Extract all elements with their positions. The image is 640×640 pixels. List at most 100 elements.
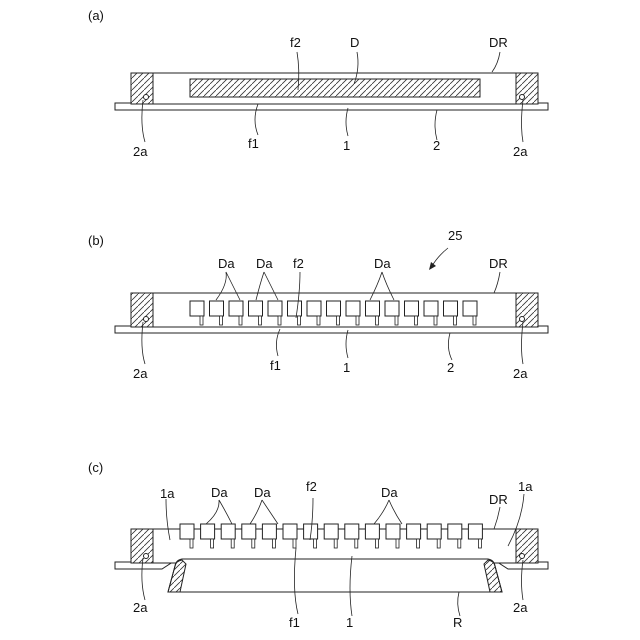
label-D: D [350, 35, 359, 50]
die-kerf [252, 539, 255, 548]
label-f1: f1 [270, 358, 281, 373]
right-clamp [516, 293, 538, 327]
die-chip [324, 524, 338, 539]
die-chip [366, 301, 380, 316]
leader-Da2b [262, 500, 278, 524]
die-kerf [434, 316, 437, 325]
die-chip [346, 301, 360, 316]
die-kerf [298, 316, 301, 325]
die-chip [210, 301, 224, 316]
left-pin [144, 554, 149, 559]
label-Da2: Da [254, 485, 271, 500]
die-chip [327, 301, 341, 316]
label-f2: f2 [306, 479, 317, 494]
leader-1 [346, 108, 348, 136]
leader-DR [492, 52, 500, 72]
leader-DR [494, 507, 500, 529]
leader-2 [448, 333, 452, 360]
die-block [190, 79, 480, 97]
die-kerf [395, 316, 398, 325]
left-pin [144, 95, 149, 100]
die-kerf [337, 316, 340, 325]
die-kerf [478, 539, 481, 548]
panel-b-tag: (b) [88, 233, 104, 248]
leader-Da1a [206, 500, 219, 524]
die-chip [190, 301, 204, 316]
die-chip [283, 524, 297, 539]
label-f2: f2 [290, 35, 301, 50]
label-DR: DR [489, 256, 508, 271]
label-DR: DR [489, 492, 508, 507]
die-kerf [454, 316, 457, 325]
die-kerf [356, 316, 359, 325]
die-kerf [211, 539, 214, 548]
label-1a-right: 1a [518, 479, 533, 494]
label-1: 1 [343, 360, 350, 375]
die-chip [427, 524, 441, 539]
die-kerf [220, 316, 223, 325]
die-chip [444, 301, 458, 316]
die-kerf [190, 539, 193, 548]
panel-b: (b) 25 Da Da f2 Da DR 2a f1 1 2 [88, 228, 548, 381]
label-1: 1 [343, 138, 350, 153]
die-chip [268, 301, 282, 316]
die-chip [242, 524, 256, 539]
die-chip [345, 524, 359, 539]
right-clamp [516, 529, 538, 563]
die-kerf [317, 316, 320, 325]
die-chip [249, 301, 263, 316]
die-kerf [314, 539, 317, 548]
label-2a-left: 2a [133, 600, 148, 615]
label-25: 25 [448, 228, 462, 243]
die-kerf [458, 539, 461, 548]
die-chip [229, 301, 243, 316]
label-1a-left: 1a [160, 486, 175, 501]
right-pin [520, 554, 525, 559]
die-kerf [334, 539, 337, 548]
label-2a-right: 2a [513, 366, 528, 381]
label-DR: DR [489, 35, 508, 50]
leader-DR [494, 272, 500, 293]
leader-R [458, 592, 460, 616]
die-chip [262, 524, 276, 539]
right-clamp [516, 73, 538, 104]
die-chip [180, 524, 194, 539]
die-chip [307, 301, 321, 316]
die-chip [448, 524, 462, 539]
panel-c: (c) 1a Da Da f2 Da DR [88, 460, 548, 630]
label-2: 2 [433, 138, 440, 153]
leader-2 [435, 110, 437, 140]
die-kerf [231, 539, 234, 548]
label-Da3: Da [381, 485, 398, 500]
die-kerf [376, 316, 379, 325]
die-chip [221, 524, 235, 539]
die-chip [385, 301, 399, 316]
leader-Da3a [374, 500, 389, 524]
left-clamp [131, 529, 153, 563]
leader-Da1b [219, 500, 232, 524]
label-2a-right: 2a [513, 144, 528, 159]
label-2a-left: 2a [133, 366, 148, 381]
panel-c-tag: (c) [88, 460, 103, 475]
die-chip [468, 524, 482, 539]
die-kerf [415, 316, 418, 325]
panel-a-tag: (a) [88, 8, 104, 23]
left-pin [144, 317, 149, 322]
label-f1: f1 [289, 615, 300, 630]
panel-a: (a) f2 D DR 2a f1 1 2 2a [88, 8, 548, 159]
label-Da3: Da [374, 256, 391, 271]
arrow-head-icon [429, 262, 436, 270]
label-2a-left: 2a [133, 144, 148, 159]
die-kerf [473, 316, 476, 325]
label-Da1: Da [218, 256, 235, 271]
die-chip [405, 301, 419, 316]
label-Da2: Da [256, 256, 273, 271]
leader-1 [346, 330, 348, 358]
label-2: 2 [447, 360, 454, 375]
left-clamp [131, 293, 153, 327]
die-kerf [278, 316, 281, 325]
label-Da1: Da [211, 485, 228, 500]
die-kerf [437, 539, 440, 548]
label-1: 1 [346, 615, 353, 630]
